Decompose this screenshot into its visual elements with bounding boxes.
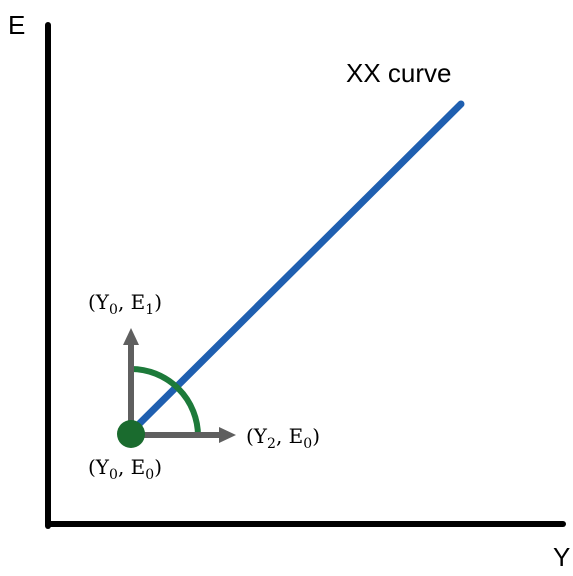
label-y0-e1: (Y0, E1) bbox=[88, 290, 162, 318]
angle-arc bbox=[130, 366, 201, 437]
origin-point bbox=[117, 420, 145, 448]
label-y0-e0: (Y0, E0) bbox=[88, 455, 162, 483]
x-axis-label: Y bbox=[553, 542, 570, 571]
xx-curve bbox=[127, 100, 465, 436]
up-arrow-head bbox=[123, 328, 139, 345]
label-y2-e0: (Y2, E0) bbox=[246, 424, 320, 452]
right-arrow-head bbox=[219, 427, 236, 443]
y-axis-label: E bbox=[8, 10, 25, 40]
xx-curve-label: XX curve bbox=[346, 58, 452, 88]
